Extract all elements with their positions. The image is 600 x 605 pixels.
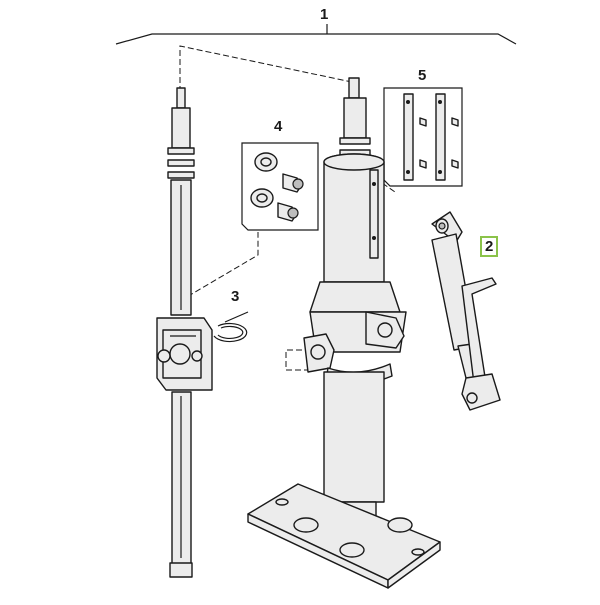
plate-kit <box>383 87 463 187</box>
column-housing <box>303 77 407 527</box>
callout-1: 1 <box>320 6 329 23</box>
callout-4: 4 <box>274 118 283 135</box>
steering-shaft <box>156 87 213 578</box>
mounting-base-plate <box>247 483 441 589</box>
circlip-part <box>213 311 249 343</box>
callout-5: 5 <box>418 67 427 84</box>
callout-2: 2 <box>480 236 499 257</box>
assembly-bracket <box>115 24 517 45</box>
callout-3: 3 <box>231 288 240 305</box>
bushing-bolt-kit <box>241 142 319 231</box>
gas-spring-part <box>431 211 501 411</box>
